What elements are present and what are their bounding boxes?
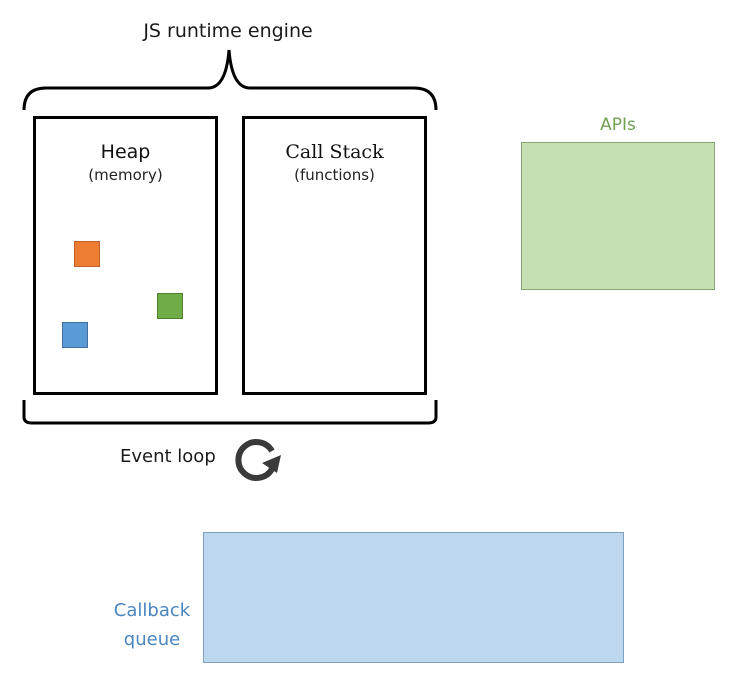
call-stack-box: Call Stack (functions): [242, 116, 427, 395]
heap-box: Heap (memory): [33, 116, 218, 395]
call-stack-title: Call Stack: [285, 141, 384, 163]
heap-object-blue: [62, 322, 88, 348]
callback-queue-box: [203, 532, 624, 663]
heap-object-green: [157, 293, 183, 319]
callback-queue-label-line2: queue: [123, 629, 181, 650]
refresh-icon: [235, 439, 281, 481]
apis-label: APIs: [600, 115, 636, 135]
callback-queue-label: Callback queue: [100, 596, 204, 654]
bottom-brace: [22, 400, 438, 425]
callback-queue-label-line1: Callback: [113, 600, 191, 621]
heap-title: Heap: [100, 141, 151, 163]
call-stack-subtitle: (functions): [294, 166, 375, 184]
heap-object-orange: [74, 241, 100, 267]
runtime-engine-title: JS runtime engine: [143, 20, 313, 42]
event-loop-label: Event loop: [120, 446, 216, 467]
top-brace: [22, 49, 438, 111]
apis-box: [521, 142, 715, 290]
heap-subtitle: (memory): [88, 166, 163, 184]
